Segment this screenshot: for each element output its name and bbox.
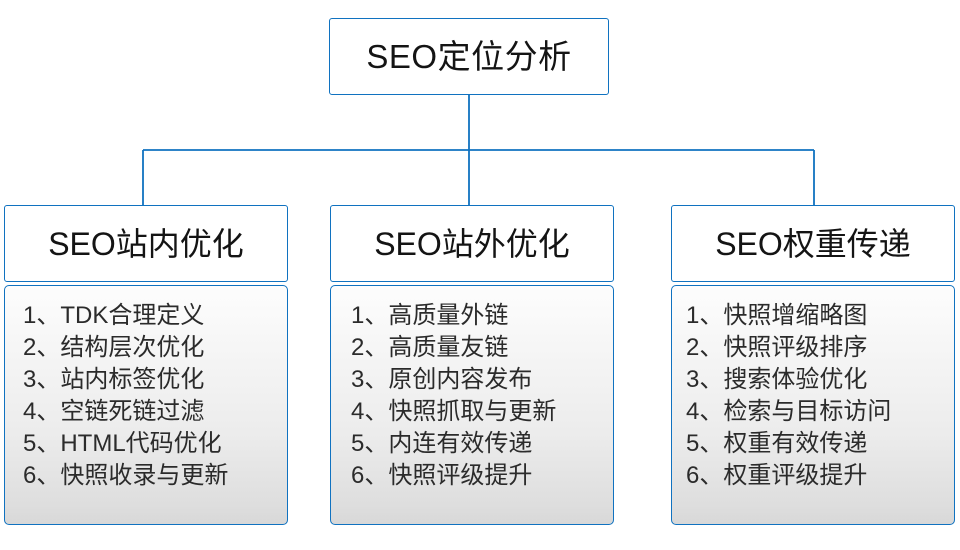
branch-body-on-site: 1、TDK合理定义 2、结构层次优化 3、站内标签优化 4、空链死链过滤 5、H…	[4, 285, 288, 525]
item-list-on-site: 1、TDK合理定义 2、结构层次优化 3、站内标签优化 4、空链死链过滤 5、H…	[5, 300, 287, 492]
list-item: 2、快照评级排序	[686, 334, 868, 361]
list-item: 6、快照收录与更新	[23, 462, 229, 489]
list-item: 6、快照评级提升	[351, 462, 533, 489]
branch-title-weight-transfer: SEO权重传递	[715, 225, 911, 262]
branch-column-on-site: SEO站内优化 1、TDK合理定义 2、结构层次优化 3、站内标签优化 4、空链…	[4, 205, 288, 525]
root-node-label: SEO定位分析	[366, 38, 572, 75]
item-list-off-site: 1、高质量外链 2、高质量友链 3、原创内容发布 4、快照抓取与更新 5、内连有…	[331, 300, 613, 492]
list-item: 5、权重有效传递	[686, 430, 868, 457]
list-item: 5、HTML代码优化	[23, 430, 222, 457]
branch-title-on-site: SEO站内优化	[48, 225, 244, 262]
list-item: 1、快照增缩略图	[686, 302, 868, 329]
list-item: 4、空链死链过滤	[23, 398, 205, 425]
list-item: 3、原创内容发布	[351, 366, 533, 393]
list-item: 1、高质量外链	[351, 302, 509, 329]
list-item: 6、权重评级提升	[686, 462, 868, 489]
list-item: 1、TDK合理定义	[23, 302, 205, 329]
root-node[interactable]: SEO定位分析	[329, 18, 609, 95]
branch-header-off-site[interactable]: SEO站外优化	[330, 205, 614, 282]
list-item: 4、检索与目标访问	[686, 398, 892, 425]
list-item: 2、结构层次优化	[23, 334, 205, 361]
branch-body-weight-transfer: 1、快照增缩略图 2、快照评级排序 3、搜索体验优化 4、检索与目标访问 5、权…	[671, 285, 955, 525]
list-item: 5、内连有效传递	[351, 430, 533, 457]
branch-title-off-site: SEO站外优化	[374, 225, 570, 262]
list-item: 3、搜索体验优化	[686, 366, 868, 393]
branch-column-off-site: SEO站外优化 1、高质量外链 2、高质量友链 3、原创内容发布 4、快照抓取与…	[330, 205, 614, 525]
branch-column-weight-transfer: SEO权重传递 1、快照增缩略图 2、快照评级排序 3、搜索体验优化 4、检索与…	[671, 205, 955, 525]
item-list-weight-transfer: 1、快照增缩略图 2、快照评级排序 3、搜索体验优化 4、检索与目标访问 5、权…	[672, 300, 954, 492]
list-item: 3、站内标签优化	[23, 366, 205, 393]
branch-header-on-site[interactable]: SEO站内优化	[4, 205, 288, 282]
branch-body-off-site: 1、高质量外链 2、高质量友链 3、原创内容发布 4、快照抓取与更新 5、内连有…	[330, 285, 614, 525]
list-item: 2、高质量友链	[351, 334, 509, 361]
branch-header-weight-transfer[interactable]: SEO权重传递	[671, 205, 955, 282]
list-item: 4、快照抓取与更新	[351, 398, 557, 425]
